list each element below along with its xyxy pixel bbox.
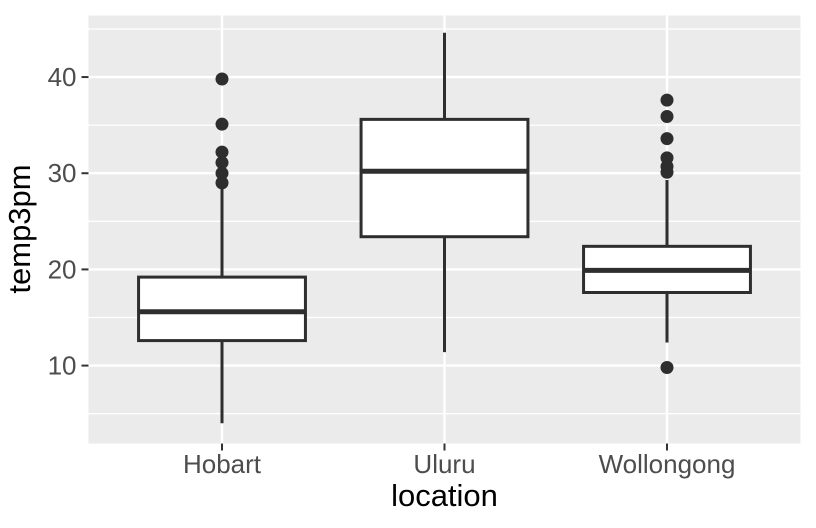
- y-tick-label: 10: [48, 351, 77, 381]
- outlier-point-wollongong: [660, 109, 674, 123]
- y-tick-label: 40: [48, 62, 77, 92]
- outlier-point-hobart: [215, 166, 229, 180]
- outlier-point-hobart: [215, 72, 229, 86]
- y-tick-label: 20: [48, 254, 77, 284]
- box-uluru: [359, 117, 530, 239]
- x-axis-title: location: [391, 478, 498, 513]
- box-hobart: [137, 275, 307, 343]
- x-tick-label-uluru: Uluru: [413, 449, 475, 479]
- outlier-point-wollongong: [660, 93, 674, 107]
- outlier-point-wollongong: [660, 151, 674, 165]
- outlier-point-wollongong: [660, 361, 674, 375]
- outlier-point-hobart: [215, 176, 229, 190]
- y-axis-title: temp3pm: [2, 164, 37, 293]
- outlier-point-hobart: [215, 117, 229, 131]
- outlier-point-hobart: [215, 145, 229, 159]
- x-tick-label-wollongong: Wollongong: [599, 449, 736, 479]
- x-tick-label-hobart: Hobart: [183, 449, 262, 479]
- outlier-point-hobart: [215, 156, 229, 170]
- y-tick-label: 30: [48, 158, 77, 188]
- outlier-point-wollongong: [660, 132, 674, 146]
